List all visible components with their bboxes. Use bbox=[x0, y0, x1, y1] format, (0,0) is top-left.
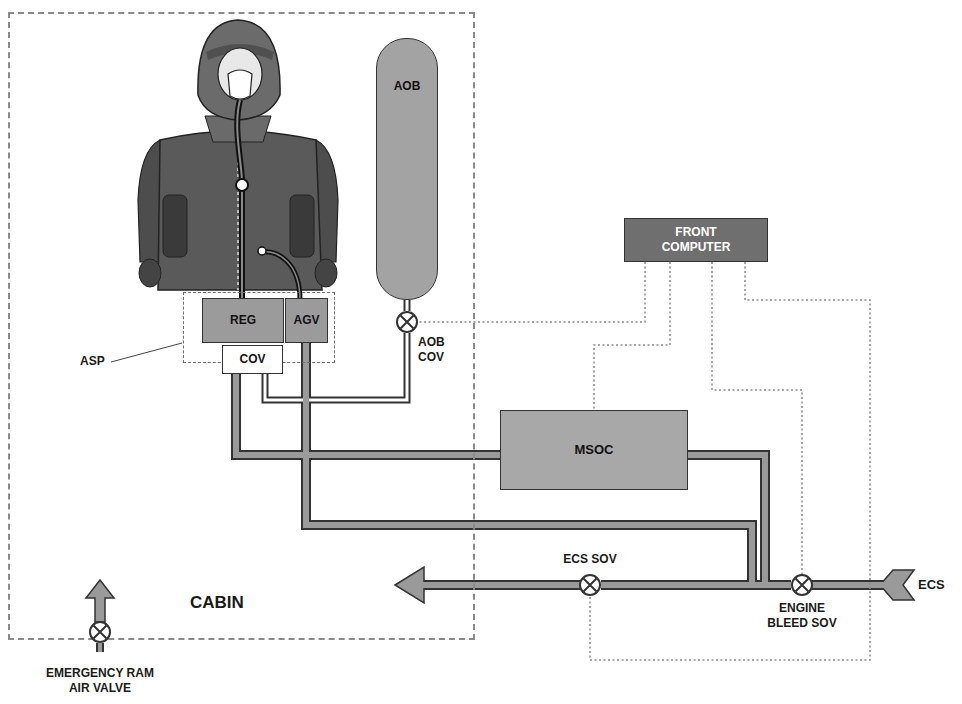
aob-bottle: AOB bbox=[376, 38, 438, 300]
cov-box: COV bbox=[222, 345, 283, 374]
valve-icon bbox=[579, 574, 601, 596]
duct-outline bbox=[420, 580, 580, 590]
node-label: CABIN bbox=[190, 592, 244, 613]
ram-air-stub-core bbox=[98, 643, 102, 652]
node-label: ECS SOV bbox=[557, 552, 623, 567]
valve-icon bbox=[89, 621, 111, 643]
valve-cross bbox=[94, 626, 107, 639]
duct-line bbox=[236, 374, 500, 455]
node-label: ASP bbox=[80, 353, 105, 369]
pilot-figure bbox=[138, 20, 338, 300]
regulator-box: REG bbox=[202, 298, 284, 343]
duct-core bbox=[306, 343, 791, 585]
inlet-label: ECS bbox=[918, 577, 945, 593]
vest-pocket bbox=[290, 195, 314, 257]
oxygen-hose bbox=[237, 100, 242, 300]
leader-line bbox=[111, 343, 182, 362]
cabin-region: CABIN ASP REG AGV COV AOB AOB COV bbox=[8, 12, 475, 640]
duct-core bbox=[688, 455, 791, 585]
signal-line bbox=[418, 262, 645, 322]
valve-icon bbox=[396, 311, 418, 333]
valve-icon bbox=[791, 574, 813, 596]
ram-air-arrow bbox=[86, 580, 114, 622]
node-label: AOB bbox=[394, 79, 421, 94]
node-label: EMERGENCY RAM AIR VALVE bbox=[40, 666, 160, 696]
duct-line bbox=[265, 333, 407, 400]
duct-core bbox=[236, 374, 500, 455]
face-opening bbox=[218, 48, 262, 100]
valve-cross bbox=[584, 579, 597, 592]
pilot-glove bbox=[139, 259, 161, 287]
valve-body bbox=[792, 575, 812, 595]
valve-body bbox=[90, 622, 110, 642]
computer-box: FRONT COMPUTER bbox=[624, 218, 768, 262]
duct-core bbox=[812, 582, 886, 588]
valve-symbol: ECS SOV bbox=[579, 574, 601, 596]
oxygen-mask bbox=[228, 70, 252, 99]
node-label: AGV bbox=[293, 313, 319, 328]
connector-outlines bbox=[236, 262, 870, 660]
ram-air-stub bbox=[96, 643, 104, 652]
node-label: COV bbox=[239, 352, 265, 367]
outlet-arrow bbox=[395, 567, 424, 603]
node-label: MSOC bbox=[575, 442, 614, 458]
agv-box: AGV bbox=[285, 298, 328, 343]
hose-connector bbox=[236, 179, 248, 191]
duct-line bbox=[306, 343, 791, 585]
duct-core bbox=[406, 300, 409, 311]
node-label: REG bbox=[230, 313, 256, 328]
oxygen-hose-core bbox=[237, 100, 242, 300]
duct-outline bbox=[812, 580, 890, 590]
node-label: ENGINE BLEED SOV bbox=[761, 601, 843, 631]
duct-line bbox=[404, 300, 411, 311]
valve-body bbox=[397, 312, 417, 332]
valve-symbol: EMERGENCY RAM AIR VALVE bbox=[89, 621, 111, 643]
node-label: AOB COV bbox=[418, 335, 454, 365]
duct-core bbox=[265, 333, 407, 400]
msoc-box: MSOC bbox=[500, 410, 688, 490]
duct-core bbox=[421, 582, 580, 588]
signal-line bbox=[594, 262, 670, 410]
vest-pocket bbox=[163, 195, 187, 257]
valve-symbol: AOB COV bbox=[396, 311, 418, 333]
node-label: FRONT COMPUTER bbox=[650, 225, 742, 255]
valve-cross bbox=[796, 579, 809, 592]
hose-connector bbox=[258, 247, 266, 255]
pilot-glove bbox=[315, 259, 337, 287]
valve-cross bbox=[401, 316, 414, 329]
valve-symbol: ENGINE BLEED SOV bbox=[791, 574, 813, 596]
valve-body bbox=[580, 575, 600, 595]
